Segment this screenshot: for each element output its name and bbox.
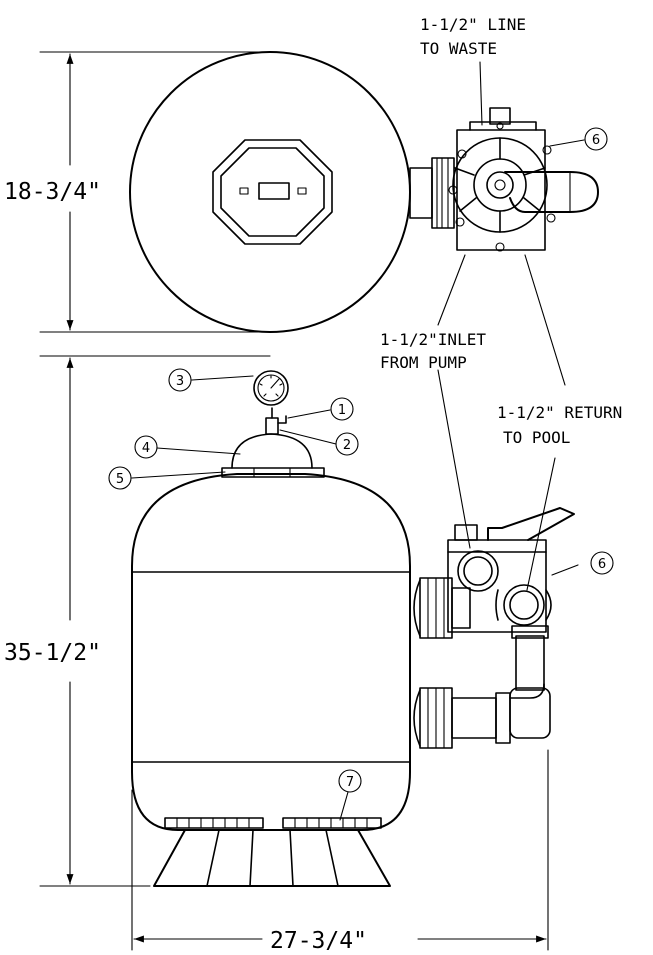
lid-slot-left (239, 187, 249, 195)
callout-7-number: 7 (346, 775, 354, 790)
callout-3-number: 3 (176, 374, 184, 389)
top-multiport-valve (448, 107, 599, 252)
inlet-label-line2: FROM PUMP (380, 353, 467, 372)
lid-slot-right (297, 187, 307, 195)
callout-5-number: 5 (116, 472, 124, 487)
return-label-line2: TO POOL (503, 428, 570, 447)
tank-top-outline (129, 51, 411, 333)
dimension-side-height: 35-1/2" (4, 640, 101, 666)
callout-6-side: 6 (590, 551, 614, 575)
callout-1: 1 (330, 397, 354, 421)
pressure-gauge (253, 370, 289, 406)
callout-6-top: 6 (584, 127, 608, 151)
upper-union (413, 577, 471, 639)
dimension-overall-width: 27-3/4" (270, 928, 367, 954)
callout-2: 2 (335, 432, 359, 456)
callout-1-number: 1 (338, 403, 346, 418)
side-multiport-valve (447, 507, 575, 633)
callout-2-number: 2 (343, 438, 351, 453)
callout-4: 4 (134, 435, 158, 459)
waste-label-line2: TO WASTE (420, 39, 497, 58)
callout-6-side-number: 6 (598, 557, 606, 572)
leader-lines (131, 61, 585, 821)
top-union (409, 157, 455, 229)
tank-base (153, 829, 391, 887)
callout-3: 3 (168, 368, 192, 392)
laterals (164, 817, 382, 829)
return-pipe (515, 635, 545, 691)
lid-octagon-inner (220, 147, 325, 237)
inlet-label-line1: 1-1/2"INLET (380, 330, 486, 349)
dimension-top-height: 18-3/4" (4, 179, 101, 205)
tank-body (131, 473, 411, 831)
side-valve-handle (487, 507, 575, 541)
lid-handle (258, 182, 290, 200)
top-valve-handle (504, 171, 599, 213)
callout-4-number: 4 (142, 441, 150, 456)
top-view (129, 51, 599, 333)
lower-union (413, 683, 551, 749)
dimension-lines (39, 51, 549, 951)
waste-label-line1: 1-1/2" LINE (420, 15, 526, 34)
side-view (131, 370, 575, 887)
callout-5: 5 (108, 466, 132, 490)
closure-ring (221, 467, 325, 478)
callout-7: 7 (338, 769, 362, 793)
dome-lid (231, 433, 313, 469)
lid-octagon-outer (212, 139, 333, 245)
callout-6-top-number: 6 (592, 133, 600, 148)
return-label-line1: 1-1/2" RETURN (497, 403, 622, 422)
